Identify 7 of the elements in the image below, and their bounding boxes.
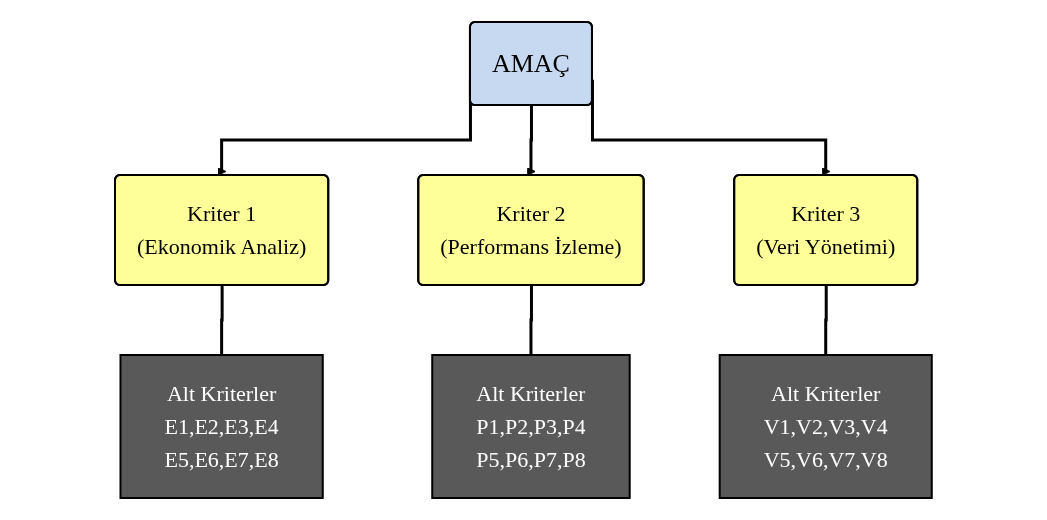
connector	[824, 285, 828, 357]
arrow	[527, 105, 536, 176]
connector	[220, 285, 224, 357]
node-box: Alt Kriterler V1,V2,V3,V4 V5,V6,V7,V8	[718, 354, 933, 499]
node-box: Alt Kriterler E1,E2,E3,E4 E5,E6,E7,E8	[119, 354, 324, 499]
connector	[529, 285, 534, 357]
node-box: Alt Kriterler P1,P2,P3,P4 P5,P6,P7,P8	[431, 354, 631, 499]
